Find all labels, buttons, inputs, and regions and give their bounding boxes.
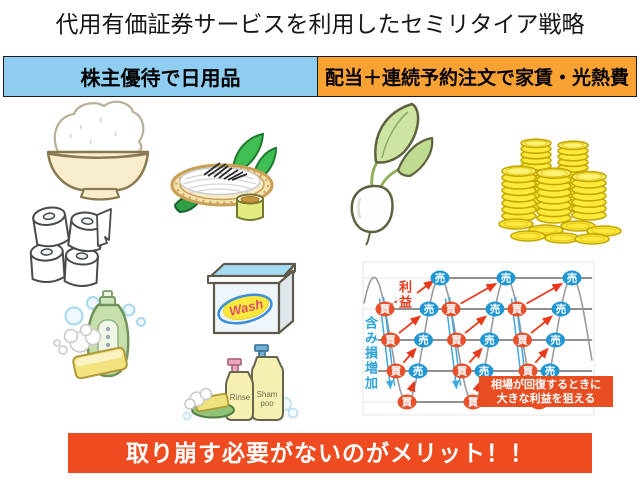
bottom-banner-label: 取り崩す必要がないのがメリット！！ xyxy=(126,440,534,466)
turnip-illustration xyxy=(350,102,434,246)
svg-text:売: 売 xyxy=(479,365,490,378)
svg-text:買: 買 xyxy=(402,397,413,409)
chart-callout-line2: 大きな利益を狙える xyxy=(496,393,596,405)
page-title: 代用有価証券サービスを利用したセミリタイア戦略 xyxy=(55,11,585,37)
svg-text:買: 買 xyxy=(385,335,396,347)
svg-text:売: 売 xyxy=(545,365,556,378)
chart-loss-label: 含み損増加 xyxy=(363,316,378,391)
shampoo-label-line1: Sham xyxy=(257,390,278,399)
rice-bowl-illustration xyxy=(46,100,150,201)
shampoo-label-line2: poo xyxy=(260,399,274,408)
svg-text:買: 買 xyxy=(523,366,534,378)
svg-text:売: 売 xyxy=(550,334,561,347)
toilet-paper-illustration xyxy=(29,206,112,287)
dish-soap-illustration xyxy=(53,290,146,380)
svg-text:売: 売 xyxy=(424,303,435,316)
chart-profit-label: 利益 xyxy=(397,280,412,310)
svg-text:買: 買 xyxy=(391,366,402,378)
svg-text:買: 買 xyxy=(446,304,457,316)
chart-callout-line1: 相場が回復するときに xyxy=(491,379,601,391)
svg-text:売: 売 xyxy=(501,272,512,285)
svg-text:売: 売 xyxy=(413,365,424,378)
svg-text:買: 買 xyxy=(457,366,468,378)
wash-box-illustration: Wash xyxy=(207,262,297,335)
svg-text:買: 買 xyxy=(468,397,479,409)
bottom-banner: 取り崩す必要がないのがメリット！！ xyxy=(68,433,592,473)
chart-callout: 相場が回復するときに 大きな利益を狙える xyxy=(479,376,613,407)
svg-text:売: 売 xyxy=(490,303,501,316)
header-row: 株主優待で日用品 配当＋連続予約注文で家賃・光熱費 xyxy=(3,56,637,97)
gold-coins-illustration xyxy=(498,138,622,245)
svg-text:買: 買 xyxy=(451,335,462,347)
svg-text:売: 売 xyxy=(435,272,446,285)
rinse-label: Rinse xyxy=(230,393,251,402)
grid-trade-chart: 買買買買売売売売買買買買売売売売買買買買売売売売 xyxy=(362,261,595,416)
shampoo-bottles-illustration: Sham poo Rinse xyxy=(182,344,299,421)
svg-text:売: 売 xyxy=(484,334,495,347)
svg-text:売: 売 xyxy=(418,334,429,347)
svg-text:買: 買 xyxy=(512,304,523,316)
header-left-label: 株主優待で日用品 xyxy=(80,68,241,90)
header-right-cell: 配当＋連続予約注文で家賃・光熱費 xyxy=(317,57,636,96)
svg-text:買: 買 xyxy=(517,335,528,347)
svg-text:売: 売 xyxy=(567,272,578,285)
svg-text:買: 買 xyxy=(380,304,391,316)
header-left-cell: 株主優待で日用品 xyxy=(4,57,317,96)
somen-noodles-illustration xyxy=(170,132,278,221)
header-right-label: 配当＋連続予約注文で家賃・光熱費 xyxy=(324,68,629,89)
svg-text:売: 売 xyxy=(556,303,567,316)
